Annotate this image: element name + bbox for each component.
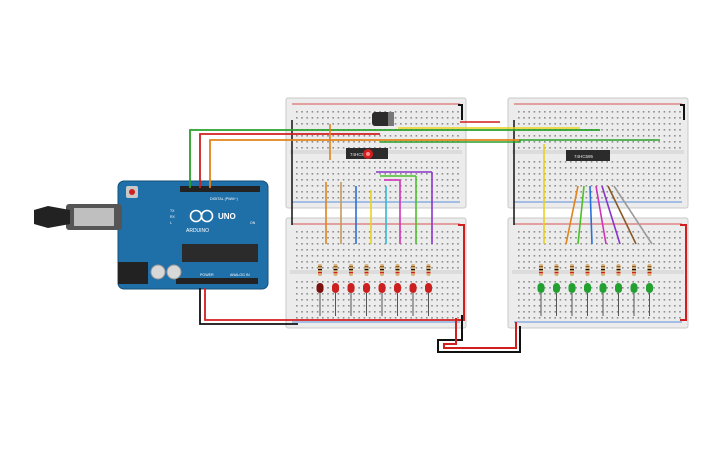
led-icon[interactable] bbox=[537, 283, 545, 316]
led-icon[interactable] bbox=[646, 283, 653, 316]
led-icon[interactable] bbox=[568, 283, 576, 316]
chip-label-left: 74HC595 bbox=[350, 152, 370, 157]
led-icon[interactable] bbox=[630, 283, 638, 316]
capacitor-component[interactable] bbox=[372, 112, 394, 126]
pin-label-rx: RX bbox=[170, 215, 176, 219]
led-icon[interactable] bbox=[363, 283, 370, 316]
arduino-brand-label: ARDUINO bbox=[186, 228, 209, 234]
pin-label-tx: TX bbox=[170, 209, 175, 213]
shift-register-chip-right[interactable]: 74HC595 bbox=[566, 150, 610, 161]
led-icon[interactable] bbox=[584, 283, 591, 316]
led-icon[interactable] bbox=[615, 283, 622, 316]
power-label: POWER bbox=[200, 273, 214, 277]
resistor-icon[interactable] bbox=[318, 264, 322, 276]
arduino-model-label: UNO bbox=[218, 212, 236, 221]
led-icon[interactable] bbox=[316, 283, 324, 316]
power-analog-header bbox=[176, 278, 258, 284]
led-icon[interactable] bbox=[599, 283, 607, 316]
pin-label-on: ON bbox=[250, 221, 256, 225]
chip-label-right: 74HC595 bbox=[574, 154, 594, 159]
digital-header bbox=[180, 186, 260, 192]
led-icon[interactable] bbox=[553, 283, 560, 316]
led-icon[interactable] bbox=[347, 283, 355, 316]
led-icon[interactable] bbox=[394, 283, 401, 316]
resistor-icon[interactable] bbox=[570, 264, 574, 276]
resistor-icon[interactable] bbox=[632, 264, 636, 276]
resistor-icon[interactable] bbox=[554, 264, 559, 276]
left-led-wires[interactable] bbox=[325, 171, 433, 244]
resistor-icon[interactable] bbox=[616, 264, 621, 276]
arduino-signal-wires[interactable] bbox=[189, 129, 600, 325]
resistor-icon[interactable] bbox=[364, 264, 369, 276]
resistor-icon[interactable] bbox=[585, 264, 590, 276]
rail-wires[interactable] bbox=[291, 104, 687, 353]
resistor-icon[interactable] bbox=[647, 264, 652, 276]
resistor-icon[interactable] bbox=[539, 264, 543, 276]
breadboard-bottom-right[interactable] bbox=[507, 217, 689, 329]
led-icon[interactable] bbox=[332, 283, 339, 316]
atmega-chip bbox=[182, 244, 258, 262]
power-jack bbox=[118, 262, 148, 284]
led-icon[interactable] bbox=[378, 283, 386, 316]
resistor-icon[interactable] bbox=[411, 264, 415, 276]
pin-label-l: L bbox=[170, 221, 172, 225]
right-resistors bbox=[537, 264, 653, 316]
led-icon[interactable] bbox=[409, 283, 417, 316]
arduino-logo-icon bbox=[189, 209, 214, 223]
analog-label: ANALOG IN bbox=[230, 273, 250, 277]
resistor-icon[interactable] bbox=[395, 264, 400, 276]
indicator-led-red[interactable] bbox=[363, 149, 373, 159]
cross-board-wires[interactable] bbox=[329, 121, 660, 160]
resistor-icon[interactable] bbox=[601, 264, 605, 276]
resistor-icon[interactable] bbox=[426, 264, 431, 276]
breadboard-bottom-left[interactable] bbox=[285, 217, 467, 329]
usb-cable bbox=[34, 206, 70, 228]
resistor-icon[interactable] bbox=[333, 264, 338, 276]
resistor-icon[interactable] bbox=[349, 264, 353, 276]
digital-label: DIGITAL (PWM~) bbox=[210, 197, 238, 201]
led-icon[interactable] bbox=[425, 283, 432, 316]
arduino-uno-board[interactable]: ARDUINO UNO DIGITAL (PWM~) POWER ANALOG … bbox=[34, 180, 269, 290]
resistor-icon[interactable] bbox=[380, 264, 384, 276]
capacitor-icon bbox=[166, 264, 182, 280]
right-led-wires[interactable] bbox=[543, 144, 653, 245]
capacitor-icon bbox=[150, 264, 166, 280]
left-resistors bbox=[316, 264, 432, 316]
